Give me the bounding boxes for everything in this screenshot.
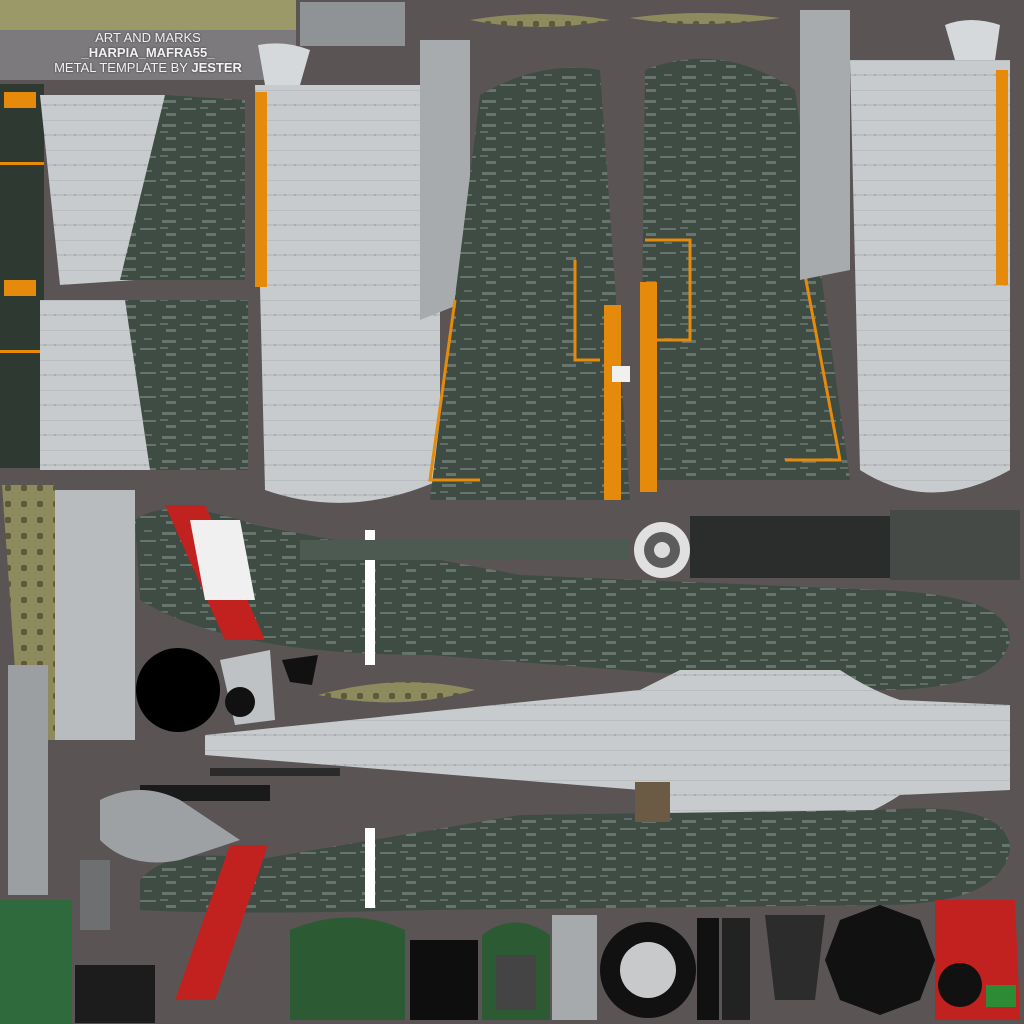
olive-strut-top-2 bbox=[630, 13, 780, 24]
orange-marker bbox=[4, 92, 36, 108]
tailplane-lower-camo bbox=[125, 300, 248, 470]
orange-line bbox=[0, 350, 44, 353]
credits-line-2: _HARPIA_MAFRA55_ bbox=[81, 45, 215, 60]
wing-underside-right bbox=[850, 60, 1010, 493]
armor-plate-inner bbox=[496, 955, 536, 1010]
strip-bar bbox=[210, 768, 340, 776]
wing-root-cap bbox=[945, 20, 1000, 60]
green-marker bbox=[986, 985, 1016, 1007]
flap-outline bbox=[645, 238, 692, 342]
aileron-right bbox=[800, 10, 850, 280]
wing-root-cap bbox=[258, 43, 310, 85]
metal-part bbox=[300, 2, 405, 46]
cowling-dark bbox=[690, 516, 890, 578]
tyre-strip bbox=[722, 918, 750, 1020]
olive-strut-top-1 bbox=[470, 14, 610, 27]
credits-line-3-prefix: METAL TEMPLATE BY bbox=[54, 60, 188, 75]
fuselage-top bbox=[205, 670, 1010, 822]
flap-outline bbox=[785, 274, 842, 462]
wing-walk-stripe bbox=[640, 282, 657, 492]
olive-strip bbox=[0, 0, 296, 30]
instrument-panel-icon bbox=[75, 965, 155, 1023]
tailplane-lower bbox=[40, 300, 155, 470]
flap-outline bbox=[573, 260, 600, 362]
credits-line-3: METAL TEMPLATE BY JESTER bbox=[0, 60, 296, 75]
tyre-strip bbox=[697, 918, 719, 1020]
flap-outline bbox=[428, 299, 480, 482]
fuselage-white-band bbox=[365, 828, 375, 908]
green-block bbox=[0, 900, 72, 1024]
propeller-spinner-icon bbox=[825, 905, 935, 1015]
engine-cylinder-icon bbox=[765, 915, 825, 1000]
metal-panel bbox=[55, 490, 135, 740]
fuselage-side-right bbox=[140, 808, 1010, 913]
metal-bracket bbox=[552, 915, 597, 1020]
red-cowl-hole bbox=[938, 963, 982, 1007]
fuselage-white-band bbox=[365, 530, 375, 665]
cowling-camo bbox=[890, 510, 1020, 580]
wing-underside-left bbox=[255, 85, 440, 503]
gear-door-black bbox=[282, 655, 318, 685]
wing-orange-band bbox=[996, 70, 1008, 285]
wing-upper-left bbox=[430, 67, 630, 501]
credits-panel bbox=[0, 30, 296, 80]
aileron-left bbox=[420, 40, 470, 320]
seat-black bbox=[410, 940, 478, 1020]
seat-back-green bbox=[290, 917, 405, 1020]
gradient-bar bbox=[80, 860, 110, 930]
tail-wheel-fork bbox=[100, 790, 240, 863]
olive-strut bbox=[318, 682, 475, 703]
wood-panel bbox=[635, 782, 670, 822]
tail-red-stripe bbox=[175, 845, 268, 1000]
credits-line-3-name: JESTER bbox=[191, 60, 242, 75]
canopy-frame bbox=[300, 540, 630, 560]
orange-line bbox=[0, 162, 44, 165]
black-disc bbox=[136, 648, 220, 732]
credits-line-1: ART AND MARKS bbox=[95, 30, 201, 45]
wing-orange-band bbox=[255, 92, 267, 287]
gear-wheel-hub bbox=[225, 687, 255, 717]
credits-block: ART AND MARKS _HARPIA_MAFRA55_ METAL TEM… bbox=[0, 30, 296, 75]
tailplane-upper-camo bbox=[120, 95, 245, 280]
metal-patch bbox=[612, 366, 630, 382]
orange-marker bbox=[4, 280, 36, 296]
tail-white-stripe bbox=[190, 520, 255, 600]
wing-walk-stripe bbox=[604, 305, 621, 500]
wing-upper-right bbox=[640, 58, 850, 480]
wingtip-strip bbox=[0, 84, 44, 468]
metal-strip bbox=[8, 665, 48, 895]
